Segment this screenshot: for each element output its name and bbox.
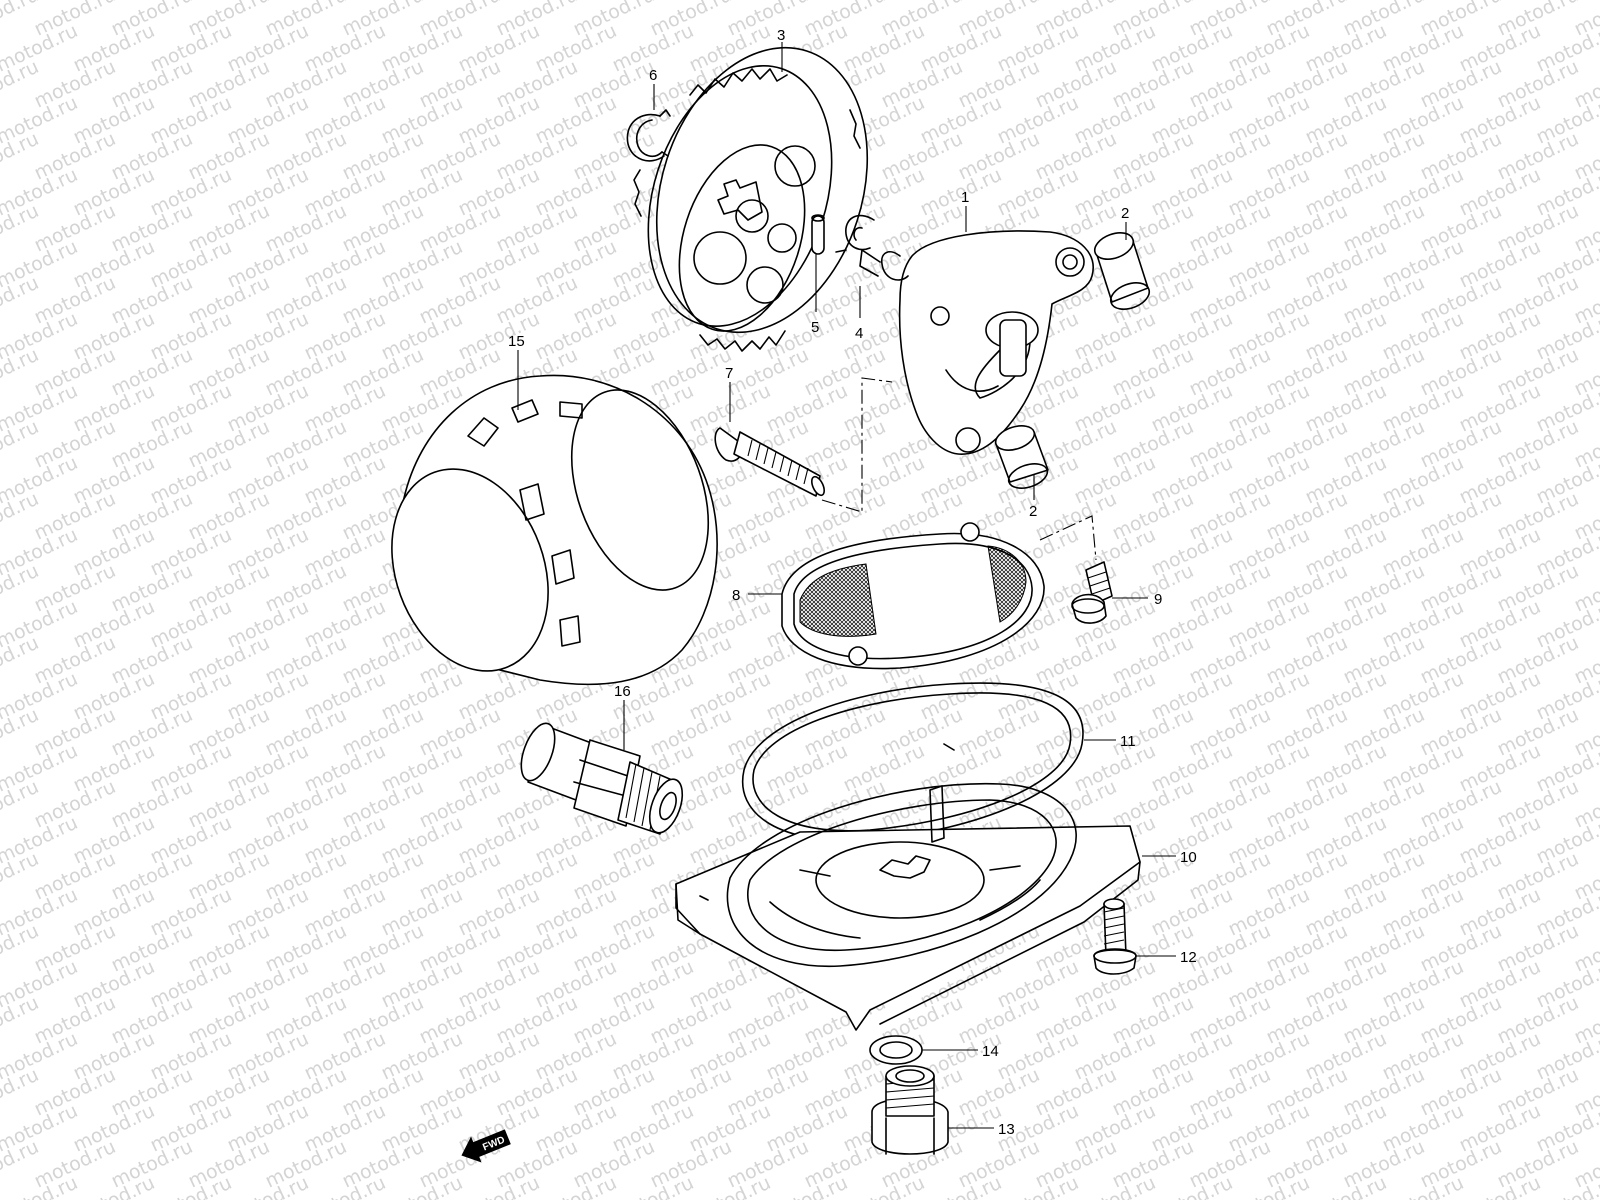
washer-part-14 bbox=[869, 1035, 923, 1065]
callout-12: 12 bbox=[1180, 949, 1197, 966]
pin-part-5 bbox=[811, 214, 825, 255]
callout-1: 1 bbox=[961, 189, 969, 206]
callout-5: 5 bbox=[811, 319, 819, 336]
callout-13: 13 bbox=[998, 1121, 1015, 1138]
callout-4: 4 bbox=[855, 325, 863, 342]
callout-7: 7 bbox=[725, 365, 733, 382]
callout-3: 3 bbox=[777, 27, 785, 44]
callout-6: 6 bbox=[649, 67, 657, 84]
callout-8: 8 bbox=[732, 587, 740, 604]
callout-11: 11 bbox=[1120, 733, 1136, 750]
callout-9: 9 bbox=[1154, 591, 1162, 608]
callout-10: 10 bbox=[1180, 849, 1197, 866]
callout-15: 15 bbox=[508, 333, 525, 350]
callout-14: 14 bbox=[982, 1043, 999, 1060]
callout-2-lower: 2 bbox=[1029, 503, 1037, 520]
callout-2-upper: 2 bbox=[1121, 205, 1129, 222]
callout-16: 16 bbox=[614, 683, 631, 700]
